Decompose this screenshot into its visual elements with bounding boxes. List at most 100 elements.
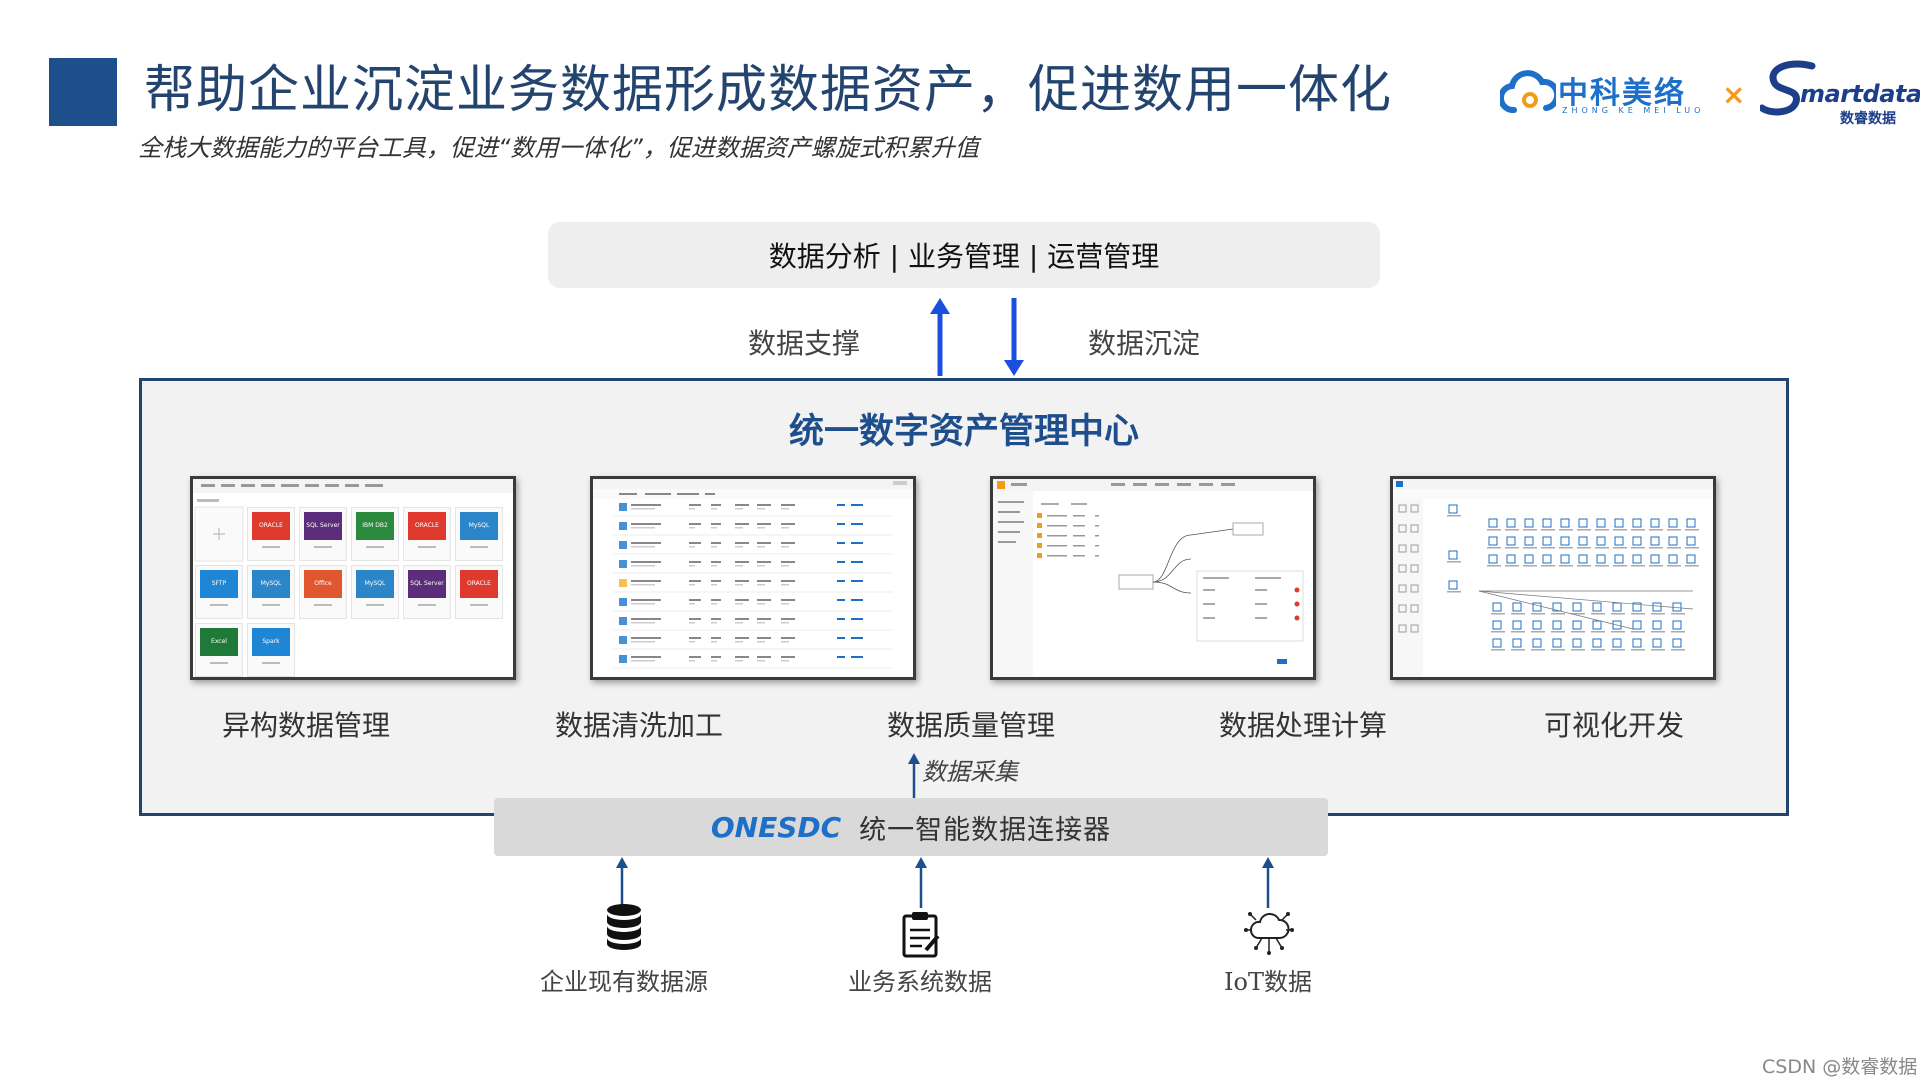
graph-node <box>1613 536 1627 549</box>
graph-node <box>1571 638 1585 651</box>
graph-node <box>1577 536 1591 549</box>
datasource-tile-logo: MySQL <box>356 570 394 598</box>
clipboard-icon <box>902 912 940 958</box>
graph-node <box>1667 518 1681 531</box>
datasource-tile-logo: ORACLE <box>252 512 290 540</box>
arrow-down-icon <box>1004 298 1024 376</box>
graph-node <box>1631 602 1645 615</box>
graph-node <box>1531 638 1545 651</box>
graph-node <box>1595 518 1609 531</box>
connector-name: 统一智能数据连接器 <box>859 814 1112 846</box>
graph-node <box>1631 554 1645 567</box>
datasource-tile: ORACLE <box>455 565 503 619</box>
graph-node <box>1531 620 1545 633</box>
list-item <box>613 522 893 536</box>
list-item <box>613 560 893 574</box>
graph-node <box>1551 602 1565 615</box>
list-item <box>613 503 893 517</box>
module-screenshot-cleansing <box>590 476 916 680</box>
graph-node <box>1651 638 1665 651</box>
list-item <box>613 541 893 555</box>
partner-logo-name: 中科美络 <box>1558 76 1686 111</box>
brand-logo-name: martdata <box>1800 80 1920 108</box>
graph-node <box>1491 602 1505 615</box>
graph-node <box>1649 554 1663 567</box>
graph-node <box>1447 504 1461 517</box>
list-item <box>1037 533 1099 538</box>
module-screenshot-quality <box>990 476 1316 680</box>
graph-node <box>1447 550 1461 563</box>
source-label-existing: 企业现有数据源 <box>540 968 708 996</box>
datasource-tile-logo: Excel <box>200 628 238 656</box>
graph-node <box>1505 518 1519 531</box>
graph-node <box>1671 602 1685 615</box>
title-accent-square <box>49 58 117 126</box>
data-support-label: 数据支撑 <box>748 327 861 360</box>
graph-node <box>1591 638 1605 651</box>
module-screenshot-visual-dev <box>1390 476 1716 680</box>
graph-node <box>1591 602 1605 615</box>
graph-node <box>1685 518 1699 531</box>
source-label-iot: IoT数据 <box>1224 968 1312 996</box>
module-label-compute: 数据处理计算 <box>1218 709 1387 742</box>
graph-node <box>1577 554 1591 567</box>
list-item <box>613 636 893 650</box>
smartdata-s-icon <box>1760 60 1816 116</box>
graph-node <box>1671 638 1685 651</box>
graph-node <box>1595 536 1609 549</box>
datasource-tile-logo: SQL Server <box>408 570 446 598</box>
data-settle-label: 数据沉淀 <box>1088 327 1201 360</box>
datasource-tile: SQL Server <box>403 565 451 619</box>
graph-node <box>1611 602 1625 615</box>
datasource-tile: Excel <box>195 623 243 677</box>
graph-node <box>1487 518 1501 531</box>
datasource-tile-logo: ORACLE <box>408 512 446 540</box>
graph-node <box>1559 554 1573 567</box>
graph-node <box>1613 518 1627 531</box>
list-item <box>1037 523 1099 528</box>
datasource-tile: ORACLE <box>247 507 295 561</box>
list-item <box>1037 543 1099 548</box>
graph-node <box>1541 554 1555 567</box>
asset-center-title: 统一数字资产管理中心 <box>788 412 1139 452</box>
graph-node <box>1571 620 1585 633</box>
graph-node <box>1541 518 1555 531</box>
datasource-tile-logo: Spark <box>252 628 290 656</box>
iot-cloud-icon <box>1244 912 1294 955</box>
arrow-up-icon <box>915 857 927 908</box>
graph-node <box>1487 554 1501 567</box>
graph-node <box>1649 536 1663 549</box>
datasource-tile: Office <box>299 565 347 619</box>
graph-node <box>1611 638 1625 651</box>
graph-node <box>1613 554 1627 567</box>
graph-node <box>1685 536 1699 549</box>
datasource-tile: IBM DB2 <box>351 507 399 561</box>
datasource-tile: SFTP <box>195 565 243 619</box>
graph-node <box>1651 620 1665 633</box>
module-label-quality: 数据质量管理 <box>886 709 1055 742</box>
graph-node <box>1667 536 1681 549</box>
partner-logo: 中科美络 ZHONG KE MEI LUO <box>1500 64 1720 124</box>
graph-node <box>1523 554 1537 567</box>
list-item <box>1037 513 1099 518</box>
graph-node <box>1505 554 1519 567</box>
graph-node <box>1511 638 1525 651</box>
graph-node <box>1491 620 1505 633</box>
arrow-up-icon <box>908 753 920 802</box>
module-label-cleansing: 数据清洗加工 <box>554 709 723 742</box>
graph-node <box>1631 536 1645 549</box>
connector-brand: ONESDC <box>710 810 842 844</box>
list-item <box>1037 553 1099 558</box>
brand-logo: martdata 数睿数据 <box>1760 58 1920 128</box>
graph-node <box>1685 554 1699 567</box>
watermark: CSDN @数睿数据 <box>1762 1056 1918 1078</box>
graph-node <box>1577 518 1591 531</box>
graph-node <box>1595 554 1609 567</box>
database-icon <box>607 904 641 950</box>
datasource-tile: MySQL <box>247 565 295 619</box>
datasource-tile-logo: ORACLE <box>460 570 498 598</box>
graph-node <box>1447 580 1461 593</box>
onesdc-connector-bar: ONESDC 统一智能数据连接器 <box>494 798 1328 856</box>
graph-node <box>1511 620 1525 633</box>
